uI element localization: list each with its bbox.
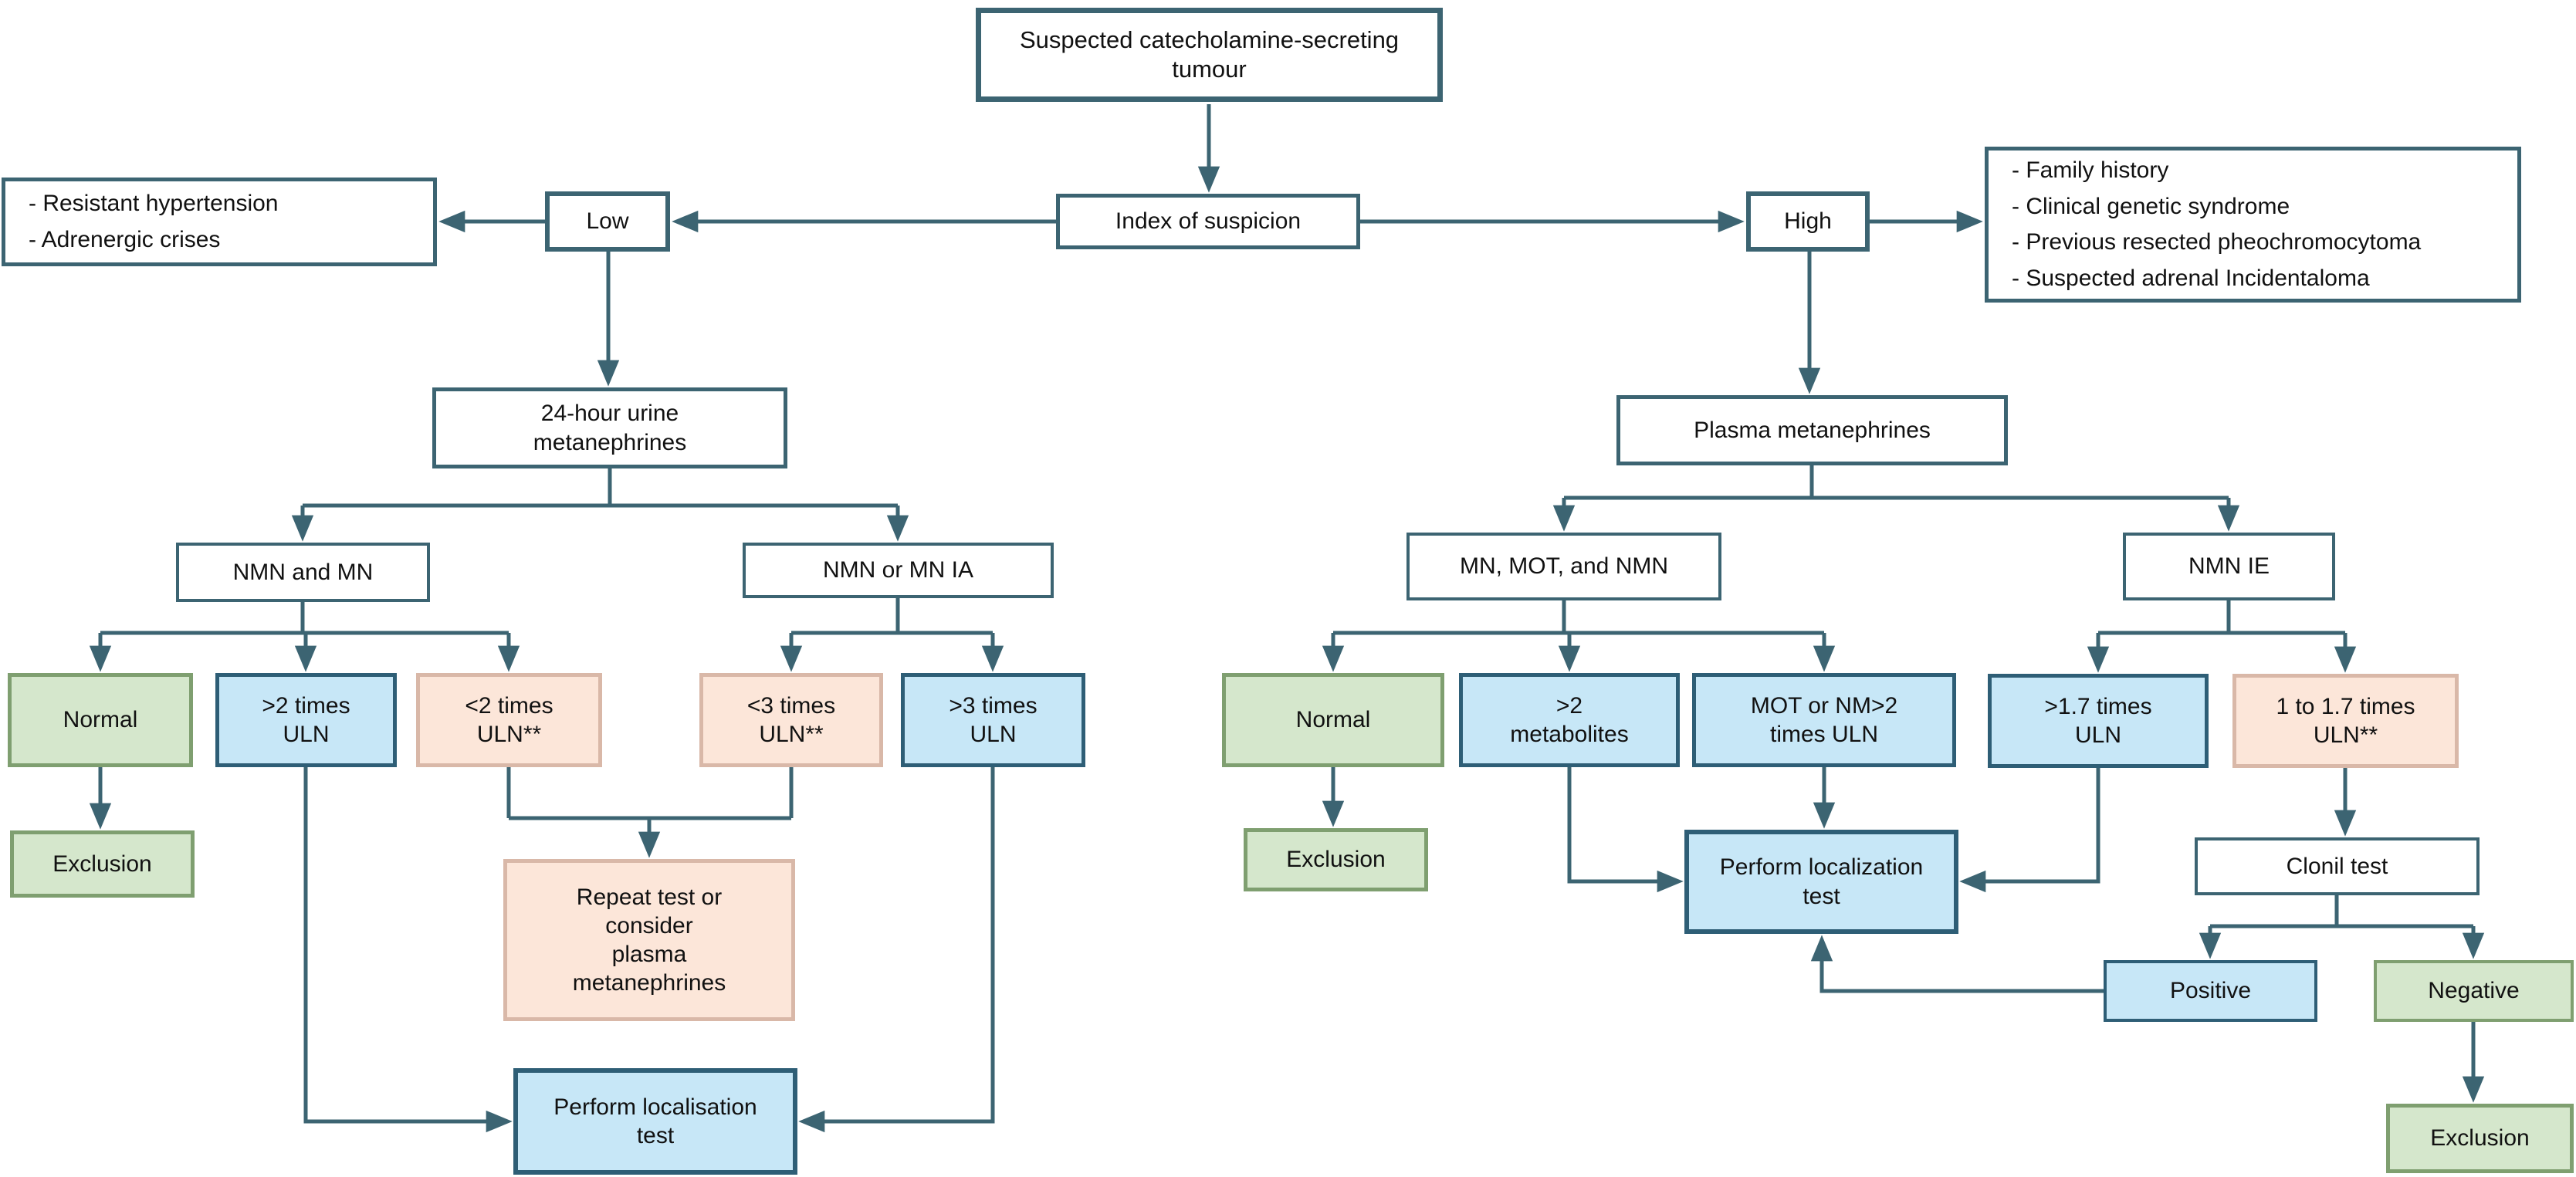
- edge-positive-to-perform-right: [1810, 935, 2104, 993]
- node-perform-localization-test: Perform localization test: [1684, 830, 1958, 934]
- node-exclusion-right: Exclusion: [1244, 828, 1428, 891]
- node-normal-right: Normal: [1222, 673, 1444, 767]
- node-gt17-times-uln: >1.7 times ULN: [1988, 674, 2209, 768]
- node-negative: Negative: [2374, 960, 2574, 1022]
- node-positive: Positive: [2104, 960, 2317, 1022]
- edge-gt2-to-perform-left: [303, 767, 513, 1133]
- node-nmn-ie: NMN IE: [2123, 533, 2335, 600]
- node-high: High: [1746, 191, 1870, 252]
- node-low-criteria-list: - Resistant hypertension - Adrenergic cr…: [2, 178, 437, 266]
- edge-nmn-mn-ia-branch-trunk: [791, 598, 993, 635]
- node-gt2-metabolites: >2 metabolites: [1459, 673, 1680, 767]
- edge-nmn-mn-branch-trunk: [100, 602, 509, 635]
- edge-plasma-branch-trunk: [1564, 465, 2229, 500]
- node-low: Low: [545, 191, 670, 252]
- node-24h-urine-metanephrines: 24-hour urine metanephrines: [432, 387, 787, 468]
- edge-merge-to-repeat-trunk: [506, 767, 794, 820]
- node-suspected-tumour: Suspected catecholamine-secreting tumour: [976, 8, 1443, 102]
- edge-nmn-ie-branch-trunk: [2098, 600, 2345, 635]
- edge-gt3-to-perform-left: [798, 767, 995, 1133]
- edge-gt2metab-to-perform-right: [1567, 767, 1684, 893]
- node-lt2-times-uln: <2 times ULN**: [416, 673, 602, 767]
- edge-clonil-branch-trunk: [2210, 895, 2473, 928]
- edge-urine-branch-trunk: [303, 468, 898, 508]
- node-perform-localisation-test: Perform localisation test: [513, 1068, 797, 1175]
- node-nmn-and-mn: NMN and MN: [176, 543, 430, 602]
- node-mot-or-nm-gt2: MOT or NM>2 times ULN: [1692, 673, 1956, 767]
- node-clonil-test: Clonil test: [2195, 837, 2480, 895]
- edge-mn-mot-branch-trunk: [1333, 600, 1824, 635]
- node-exclusion-bottom: Exclusion: [2386, 1104, 2574, 1173]
- node-exclusion-left: Exclusion: [10, 830, 195, 898]
- node-nmn-or-mn-ia: NMN or MN IA: [743, 543, 1054, 598]
- node-1-to-17-times-uln: 1 to 1.7 times ULN**: [2232, 674, 2459, 768]
- node-repeat-test: Repeat test or consider plasma metanephr…: [503, 859, 795, 1021]
- node-high-criteria-list: - Family history - Clinical genetic synd…: [1985, 147, 2521, 303]
- node-normal-left: Normal: [8, 673, 193, 767]
- node-mn-mot-and-nmn: MN, MOT, and NMN: [1406, 533, 1721, 600]
- node-gt3-times-uln: >3 times ULN: [901, 673, 1085, 767]
- node-index-of-suspicion: Index of suspicion: [1056, 194, 1360, 249]
- node-gt2-times-uln: >2 times ULN: [215, 673, 397, 767]
- node-lt3-times-uln: <3 times ULN**: [699, 673, 883, 767]
- node-plasma-metanephrines: Plasma metanephrines: [1616, 395, 2008, 465]
- edge-gt17-to-perform-right: [1959, 768, 2100, 893]
